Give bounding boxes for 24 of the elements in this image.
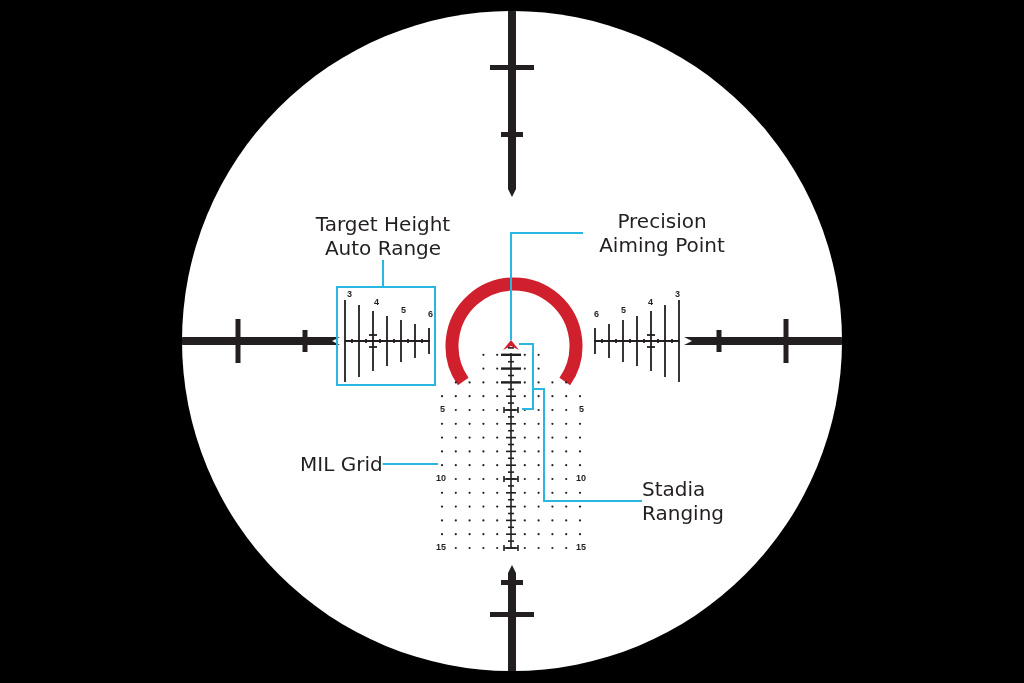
leader-line	[521, 388, 643, 502]
range-bracket-box	[336, 286, 436, 386]
scale-number: 4	[374, 297, 379, 307]
scale-number: 3	[347, 289, 352, 299]
scale-number: 5	[401, 305, 406, 315]
scale-number: 15	[576, 542, 586, 552]
scale-number: 10	[436, 473, 446, 483]
scale-number: 6	[594, 309, 599, 319]
scale-number: 5	[579, 404, 584, 414]
scale-number: 15	[436, 542, 446, 552]
scale-number: 4	[648, 297, 653, 307]
callout-label: MIL Grid	[300, 452, 383, 476]
scale-number: 5	[440, 404, 445, 414]
aiming-chevron	[503, 340, 519, 350]
scale-number: 6	[428, 309, 433, 319]
leader-line	[382, 259, 384, 287]
leader-line	[381, 463, 439, 465]
scale-number: 10	[576, 473, 586, 483]
scale-number: 3	[675, 289, 680, 299]
scale-number: 5	[621, 305, 626, 315]
callout-label: Target Height Auto Range	[314, 212, 452, 260]
leader-line	[510, 232, 584, 341]
callout-label: Stadia Ranging	[642, 477, 725, 525]
callout-label: Precision Aiming Point	[598, 209, 726, 257]
